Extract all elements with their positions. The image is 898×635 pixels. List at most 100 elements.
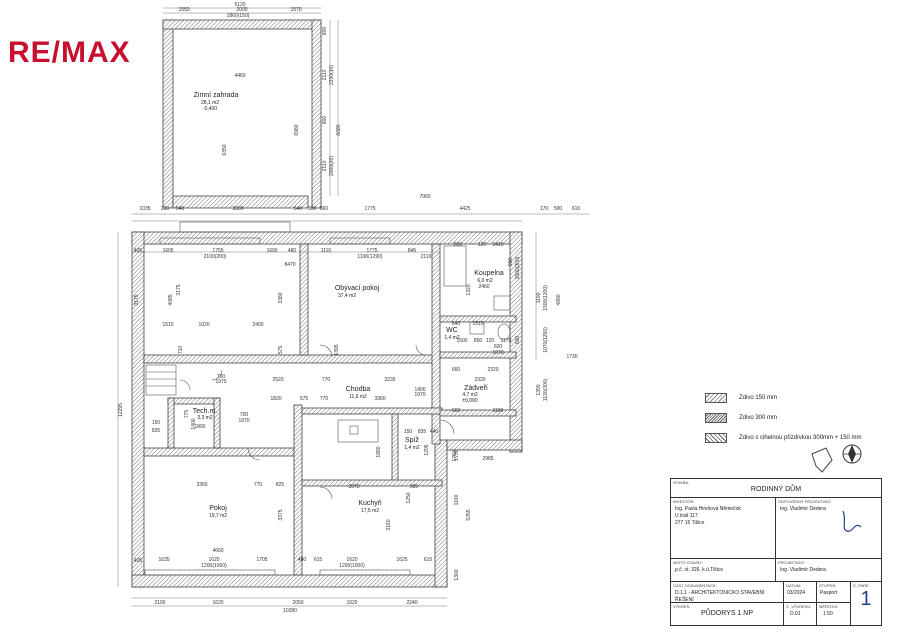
svg-text:3175: 3175 — [176, 284, 182, 295]
svg-text:230: 230 — [161, 206, 170, 212]
svg-text:150: 150 — [404, 429, 413, 435]
svg-text:825: 825 — [276, 482, 285, 488]
legend-label: Zdivo 300 mm — [739, 415, 778, 421]
legend-item: Zdivo 150 mm — [705, 388, 862, 408]
svg-text:1200(1000): 1200(1000) — [339, 563, 365, 569]
remax-logo: RE/MAX — [8, 36, 131, 69]
svg-text:900: 900 — [508, 258, 514, 267]
legend-label: Zdivo 150 mm — [739, 395, 778, 401]
svg-text:1130(300): 1130(300) — [543, 378, 549, 401]
svg-text:Kuchyň: Kuchyň — [358, 500, 381, 507]
svg-text:3360: 3360 — [374, 396, 385, 402]
svg-text:770: 770 — [322, 377, 331, 383]
furniture — [144, 221, 511, 576]
room-zimni-zahrada: Zimní zahrada 28,1 m2 -0,400 — [194, 92, 239, 112]
svg-text:Zádveří: Zádveří — [464, 385, 488, 392]
svg-text:1620: 1620 — [346, 600, 357, 606]
svg-text:590: 590 — [554, 206, 563, 212]
svg-text:835: 835 — [152, 428, 161, 434]
svg-text:1970: 1970 — [215, 379, 226, 385]
svg-text:1395: 1395 — [334, 344, 340, 355]
legend-swatch-brick — [705, 433, 727, 443]
svg-text:540: 540 — [176, 206, 185, 212]
svg-text:3175: 3175 — [134, 294, 140, 305]
svg-text:4890: 4890 — [556, 294, 562, 305]
svg-text:Zimní zahrada: Zimní zahrada — [194, 92, 239, 99]
svg-text:1605: 1605 — [162, 248, 173, 254]
svg-text:Tech.m.: Tech.m. — [193, 408, 218, 415]
svg-text:1100: 1100 — [454, 494, 460, 505]
tb-stupen: STUPEŇ: Pasport — [817, 582, 851, 603]
tb-vykres: VÝKRES: PŮDORYS 1.NP — [671, 603, 784, 625]
room-labels: Zimní zahrada 28,1 m2 -0,400 Obývací pok… — [193, 92, 504, 519]
tb-datum: DATUM: 03/2024 — [784, 582, 817, 603]
svg-text:800: 800 — [322, 27, 328, 36]
svg-text:2985: 2985 — [482, 456, 493, 462]
tb-cislo-pare: Č. PARÉ: 1 — [853, 583, 872, 610]
svg-text:600: 600 — [515, 336, 521, 345]
svg-text:1625: 1625 — [396, 557, 407, 563]
room-spiz: Spíž 1,4 m2 — [404, 437, 420, 451]
legend-swatch-150 — [705, 393, 727, 403]
svg-text:1205: 1205 — [424, 444, 430, 455]
svg-text:710: 710 — [178, 346, 184, 355]
dimension-lines — [117, 7, 590, 607]
svg-text:600: 600 — [494, 344, 503, 350]
svg-text:1510: 1510 — [472, 321, 483, 327]
svg-text:1775: 1775 — [366, 248, 377, 254]
svg-text:1250: 1250 — [406, 492, 412, 503]
svg-text:1180: 1180 — [493, 408, 504, 414]
room-wc: WC 1,4 m2 — [444, 327, 460, 341]
site-sketch-icon — [811, 444, 862, 473]
svg-text:440: 440 — [430, 429, 439, 435]
svg-text:4660: 4660 — [212, 548, 223, 554]
svg-text:4,7 m2: 4,7 m2 — [462, 392, 478, 398]
legend-item: Zdivo 300 mm — [705, 408, 862, 428]
svg-text:WC: WC — [446, 327, 458, 334]
svg-text:2100: 2100 — [154, 600, 165, 606]
room-pokoj: Pokoj 19,7 m2 — [209, 505, 227, 519]
svg-text:1,4 m2: 1,4 m2 — [404, 445, 420, 451]
room-kuchyn: Kuchyň 17,5 m2 — [358, 500, 381, 514]
svg-text:300: 300 — [308, 206, 317, 212]
tb-odpovedny: ODPOVĚDNÝ PROJEKTANT: Ing. Vladimír Dede… — [776, 498, 881, 559]
svg-text:850: 850 — [474, 338, 483, 344]
svg-text:11,6 m2: 11,6 m2 — [349, 394, 367, 400]
svg-text:2320: 2320 — [474, 377, 485, 383]
svg-text:Chodba: Chodba — [346, 386, 371, 393]
svg-text:10380: 10380 — [283, 608, 297, 614]
dimension-texts: 5120 1550 2000 1570 1860(150) 4460 6350 … — [118, 2, 580, 614]
svg-text:Pokoj: Pokoj — [209, 505, 227, 512]
svg-text:17,5 m2: 17,5 m2 — [361, 508, 379, 514]
svg-text:615: 615 — [314, 557, 323, 563]
svg-text:2000: 2000 — [236, 7, 247, 13]
svg-text:1400: 1400 — [414, 387, 425, 393]
tb-meritko: MĚŘÍTKO: 1:50 — [817, 603, 851, 625]
svg-text:1100(1290): 1100(1290) — [357, 254, 383, 260]
svg-text:4460: 4460 — [234, 73, 245, 79]
svg-text:1820: 1820 — [270, 396, 281, 402]
svg-text:1200(1000): 1200(1000) — [201, 563, 227, 569]
signature-icon — [842, 510, 862, 532]
svg-text:835: 835 — [418, 429, 427, 435]
wall-legend: Zdivo 150 mm Zdivo 300 mm Zdivo s ciheln… — [705, 388, 862, 448]
svg-text:480: 480 — [298, 557, 307, 563]
svg-text:2110: 2110 — [322, 69, 328, 80]
svg-text:6350: 6350 — [222, 144, 228, 155]
svg-text:1970: 1970 — [238, 418, 249, 424]
svg-text:800: 800 — [322, 116, 328, 125]
svg-text:1,4 m2: 1,4 m2 — [444, 335, 460, 341]
tb-projektant: PROJEKTANT: Ing. Vladimír Dedera — [776, 559, 881, 582]
svg-text:1860(150): 1860(150) — [227, 13, 250, 19]
svg-text:1390: 1390 — [536, 384, 542, 395]
svg-text:2110: 2110 — [322, 160, 328, 171]
svg-text:6,0 m2: 6,0 m2 — [477, 278, 493, 284]
svg-text:890: 890 — [454, 242, 463, 248]
svg-text:1620: 1620 — [208, 557, 219, 563]
svg-text:12295: 12295 — [118, 403, 124, 417]
svg-text:2460: 2460 — [478, 284, 489, 290]
svg-text:1775: 1775 — [364, 206, 375, 212]
tb-vykres-value: PŮDORYS 1.NP — [701, 610, 753, 617]
svg-text:3375: 3375 — [278, 509, 284, 520]
svg-text:5355: 5355 — [466, 509, 472, 520]
